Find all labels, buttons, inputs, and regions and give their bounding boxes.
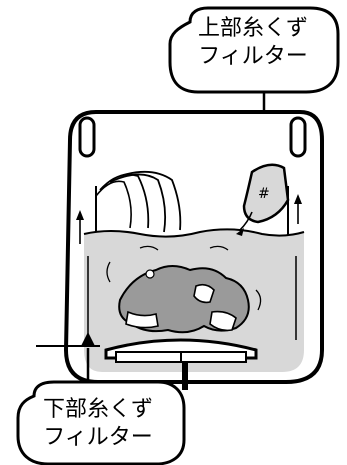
upper-filter-mesh-icon: # — [258, 186, 270, 202]
upper-filter-label-line2: フィルター — [168, 43, 338, 71]
right-handle-slot — [291, 118, 305, 156]
lower-filter-label: 下部糸くず フィルター — [14, 396, 182, 452]
upper-filter-label-line1: 上部糸くず — [168, 15, 338, 43]
drive-shaft — [182, 362, 188, 390]
lower-filter-label-line1: 下部糸くず — [14, 396, 182, 424]
lower-filter-label-line2: フィルター — [14, 424, 182, 452]
laundry-sock-1 — [194, 285, 214, 303]
laundry-button — [146, 270, 154, 278]
upper-filter-label: 上部糸くず フィルター — [168, 15, 338, 71]
left-handle-slot — [80, 118, 94, 156]
